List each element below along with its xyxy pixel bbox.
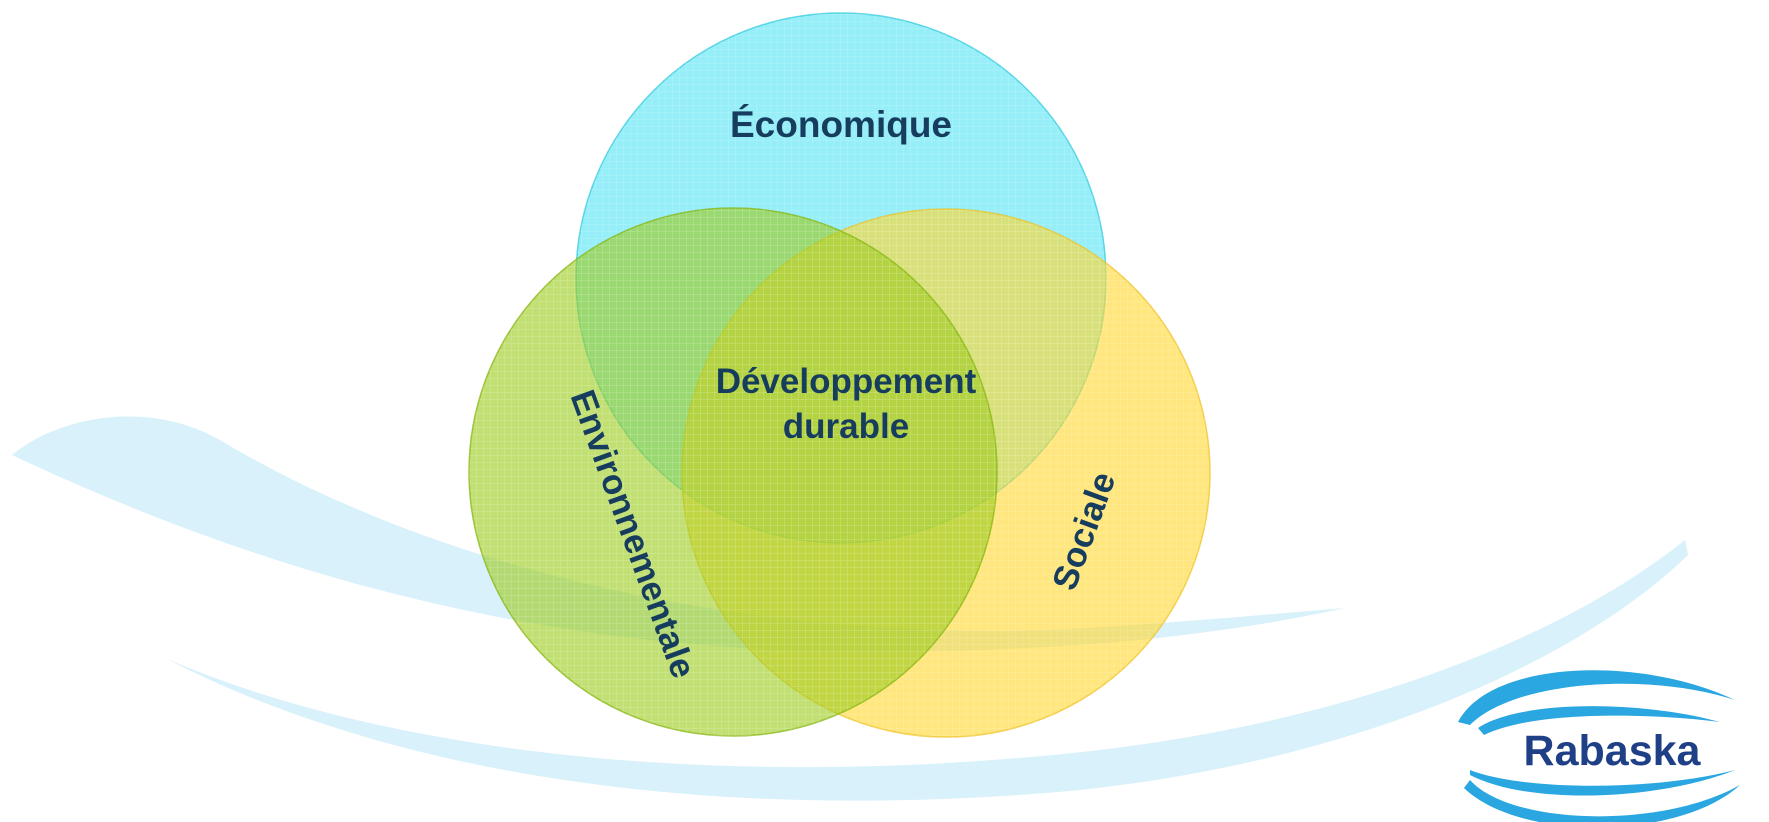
- label-economique: Économique: [730, 104, 952, 145]
- label-center-line1: Développement: [716, 362, 977, 401]
- rabaska-logo: Rabaska: [1458, 670, 1740, 822]
- label-center-line2: durable: [783, 407, 909, 446]
- circle-environnementale-texture: [469, 208, 997, 736]
- background-wave-lower: [165, 540, 1688, 801]
- venn-diagram: [468, 12, 1211, 738]
- logo-swoosh-top: [1458, 670, 1735, 725]
- logo-swoosh-lower-inner: [1470, 770, 1735, 796]
- logo-swoosh-upper-inner: [1478, 706, 1720, 735]
- logo-swoosh-bottom: [1464, 780, 1740, 822]
- logo-text: Rabaska: [1524, 727, 1702, 775]
